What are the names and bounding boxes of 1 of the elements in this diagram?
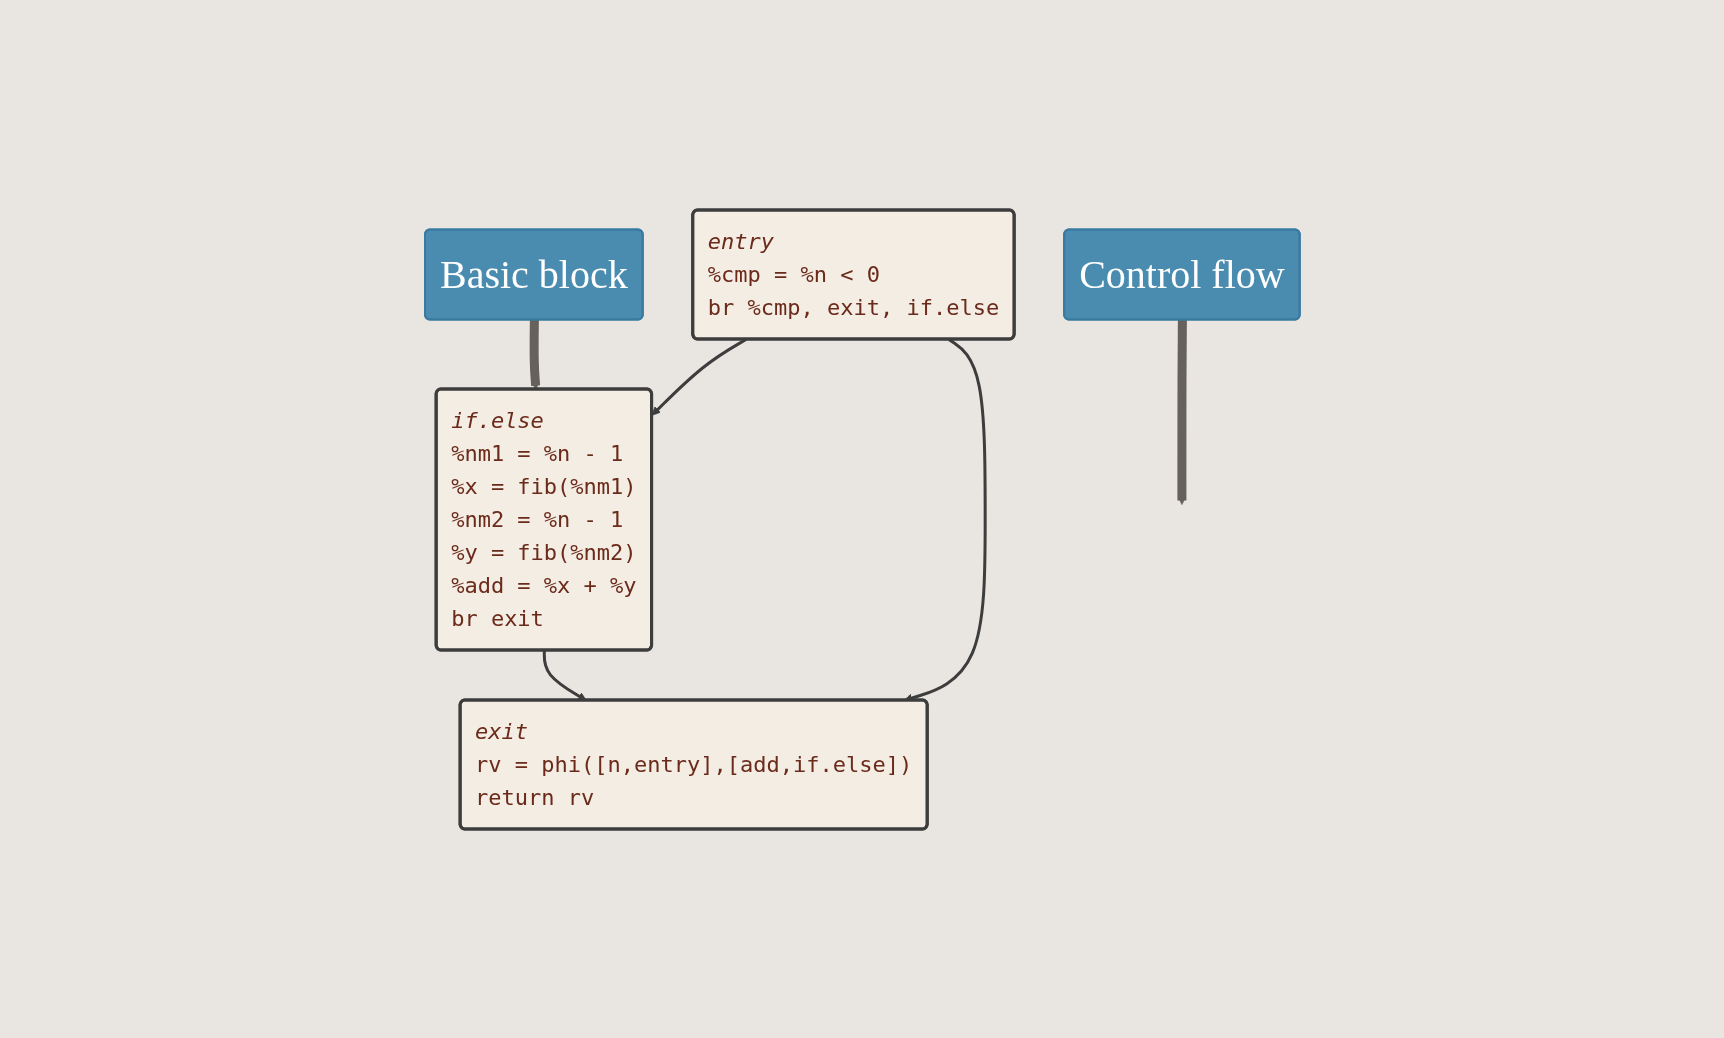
arrow <box>1177 319 1187 505</box>
